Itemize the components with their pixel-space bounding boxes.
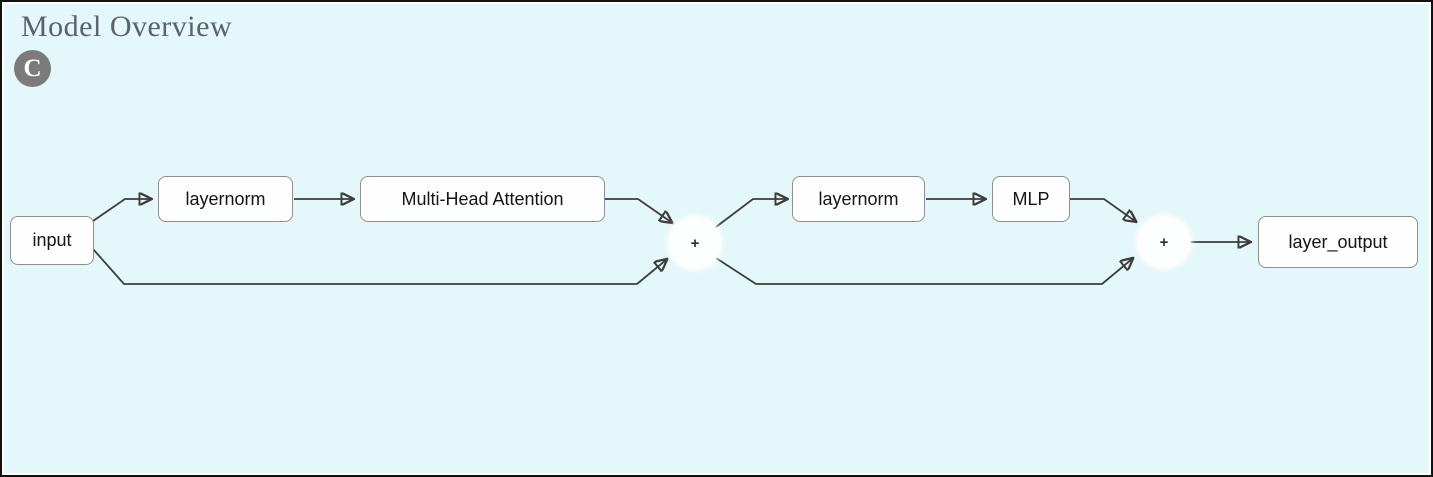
node-mlp-label: MLP <box>1012 188 1050 209</box>
figure-title: Model Overview <box>21 10 233 43</box>
panel-label-badge: C <box>14 50 51 87</box>
node-layernorm-2-label: layernorm <box>818 188 899 209</box>
node-layernorm-1: layernorm <box>158 176 293 222</box>
edge-attention-to-add1 <box>605 198 671 222</box>
node-mlp: MLP <box>992 176 1070 222</box>
node-multi-head-attention: Multi-Head Attention <box>360 176 605 222</box>
edge-add1-to-layernorm2 <box>715 199 786 228</box>
edge-input-to-layernorm1 <box>92 199 150 222</box>
node-input-label: input <box>32 230 72 250</box>
edge-mlp-to-add2 <box>1070 198 1135 221</box>
edge-residual-add1-to-add2 <box>715 258 1132 285</box>
node-layer-output: layer_output <box>1258 216 1418 268</box>
node-add-2: + <box>1138 216 1190 268</box>
edge-residual-input-to-add1 <box>92 248 666 285</box>
node-input: input <box>10 216 94 265</box>
node-multi-head-attention-label: Multi-Head Attention <box>401 188 564 209</box>
node-layer-output-label: layer_output <box>1288 231 1388 252</box>
node-add-2-label: + <box>1159 233 1169 251</box>
node-add-1: + <box>669 217 721 269</box>
node-layernorm-1-label: layernorm <box>185 188 266 209</box>
node-add-1-label: + <box>690 234 700 252</box>
node-layernorm-2: layernorm <box>792 176 925 222</box>
